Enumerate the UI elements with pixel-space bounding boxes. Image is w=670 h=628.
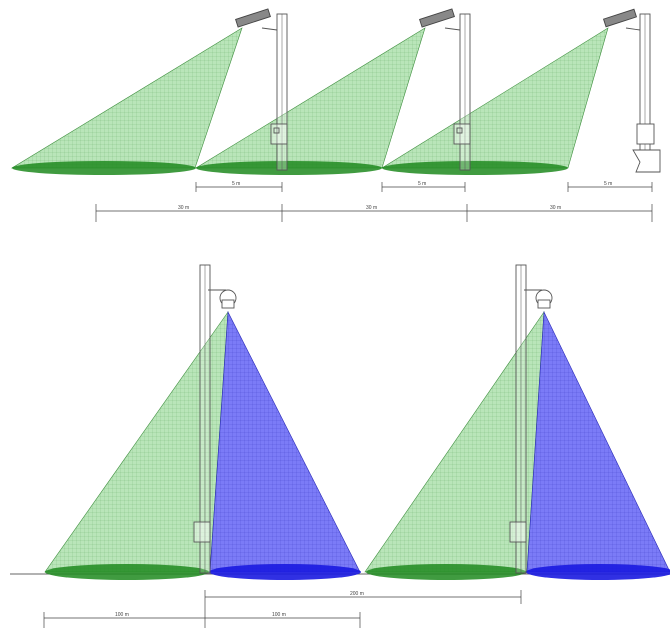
top-pole-1 <box>235 8 288 171</box>
bottom-pole-1 <box>193 264 237 574</box>
bottom-pole-2 <box>509 264 553 574</box>
top-cone-3 <box>380 27 609 175</box>
solar-panel <box>235 8 271 28</box>
bottom-coverage-diagram: 200 m 100 m 100 m <box>10 264 670 628</box>
top-cone-3-ground <box>382 161 568 175</box>
top-dimensions <box>95 182 653 222</box>
solar-panel <box>419 8 455 28</box>
top-cone-1-ground <box>12 161 196 175</box>
camera-housing <box>509 521 527 543</box>
dim-label: 200 m <box>350 591 364 597</box>
green-ground <box>366 564 526 580</box>
top-cone-2-ground <box>196 161 382 175</box>
blue-ground <box>526 564 670 580</box>
camera-housing <box>453 123 471 145</box>
pole-base <box>632 149 661 173</box>
blue-beam <box>209 310 361 573</box>
top-cone-2 <box>194 27 426 175</box>
bottom-unit-1 <box>44 264 361 580</box>
dim-label: 30 m <box>550 205 561 211</box>
dim-label: 100 m <box>115 612 129 618</box>
dim-label: 100 m <box>272 612 286 618</box>
top-pole-2 <box>419 8 471 171</box>
dim-label: 5 m <box>418 181 426 187</box>
bottom-unit-2 <box>364 264 670 580</box>
dim-label: 5 m <box>232 181 240 187</box>
solar-panel <box>602 8 638 28</box>
dim-label: 30 m <box>178 205 189 211</box>
camera-housing <box>193 521 211 543</box>
blue-ground <box>209 564 361 580</box>
top-dimension-labels: 5 m 5 m 5 m 30 m 30 m 30 m <box>178 181 612 211</box>
dim-label: 5 m <box>604 181 612 187</box>
camera-housing <box>270 123 288 145</box>
camera-housing <box>636 123 655 145</box>
blue-beam <box>526 310 670 573</box>
top-cone-1-beam <box>10 27 243 169</box>
top-coverage-diagram: 5 m 5 m 5 m 30 m 30 m 30 m <box>10 8 661 222</box>
top-pole-3 <box>602 8 661 173</box>
green-ground <box>45 564 209 580</box>
top-cone-1 <box>10 27 243 175</box>
bottom-dimension-labels: 200 m 100 m 100 m <box>115 591 364 618</box>
dim-label: 30 m <box>366 205 377 211</box>
bottom-dimensions <box>43 590 522 628</box>
